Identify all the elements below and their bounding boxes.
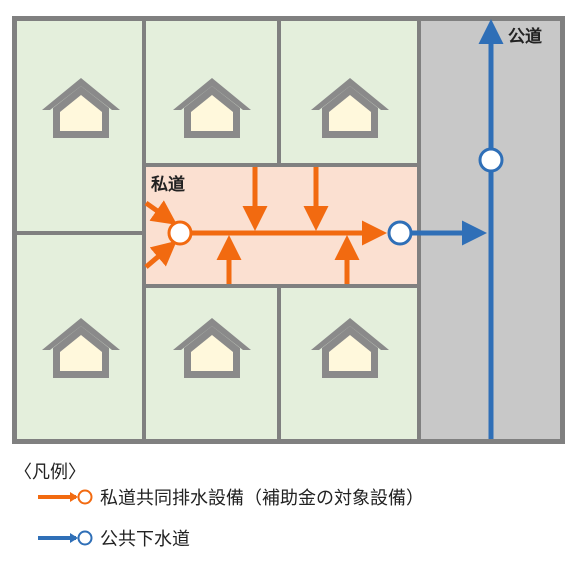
legend-item-private: 私道共同排水設備（補助金の対象設備） <box>36 483 424 511</box>
legend-label-public: 公共下水道 <box>100 529 190 550</box>
public-road-label: 公道 <box>508 26 542 47</box>
manhole-icon <box>387 220 413 246</box>
public-sewer-legend-icon <box>38 530 93 546</box>
private-road-label: 私道 <box>151 174 185 195</box>
legend-title: 〈凡例〉 <box>14 462 86 483</box>
manhole-icon <box>167 220 193 246</box>
manhole-icon <box>478 147 504 173</box>
private-drainage-pipes <box>144 167 387 284</box>
legend-item-public: 公共下水道 <box>36 524 190 552</box>
arrow-icon <box>144 240 177 269</box>
private-pipe-legend-icon <box>38 489 93 505</box>
public-sewer-pipes <box>412 19 504 439</box>
legend-label-private: 私道共同排水設備（補助金の対象設備） <box>100 488 424 509</box>
arrow-icon <box>144 200 178 225</box>
